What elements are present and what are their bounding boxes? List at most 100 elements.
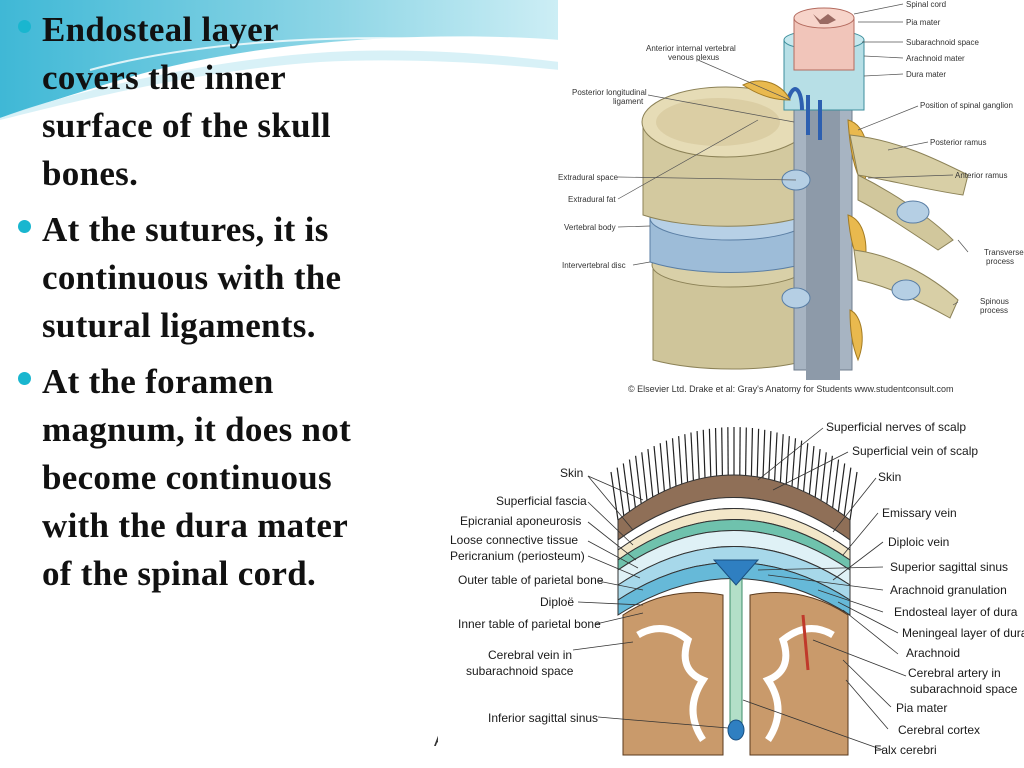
label-arachnoid: Arachnoid — [906, 646, 961, 660]
label-subarachnoid-space: Subarachnoid space — [906, 38, 979, 47]
bullet-foramen-magnum: At the foramen magnum, it does not becom… — [12, 358, 442, 598]
hair-strand — [641, 452, 648, 501]
bullet-dot-icon — [18, 372, 31, 385]
label-superficial-fascia: Superficial fascia — [496, 494, 587, 508]
hair-strand — [702, 429, 706, 478]
hair-strand — [745, 427, 747, 476]
bullet-line: At the sutures, it is — [42, 210, 329, 249]
hair-strand — [750, 427, 754, 477]
label-spinous-process: Spinous — [980, 297, 1009, 306]
hair-strand — [774, 432, 778, 481]
hair-strand — [653, 445, 660, 495]
scalp-illustration — [572, 427, 907, 756]
label-posterior-longitudinal-ligament: Posterior longitudinal — [572, 88, 647, 97]
bullet-line: surface of the skull — [42, 106, 331, 145]
bullet-line: At the foramen — [42, 362, 274, 401]
label-cerebral-artery: Cerebral artery in — [908, 666, 1001, 680]
hair-strand — [849, 471, 858, 521]
hair-strand — [616, 467, 625, 516]
hair-strand — [814, 448, 821, 498]
hair-strand — [690, 432, 694, 481]
hair-strand — [647, 448, 654, 498]
hair-strand — [708, 428, 712, 477]
label-pia-mater: Pia mater — [906, 18, 941, 27]
label-anterior-venous-plexus: Anterior internal vertebral — [646, 44, 736, 53]
label-loose-connective-tissue: Loose connective tissue — [450, 533, 579, 547]
hair-strand — [791, 438, 797, 487]
hair-strand — [622, 463, 631, 512]
bullet-line: magnum, it does not — [42, 410, 352, 449]
label-cerebral-vein: subarachnoid space — [466, 664, 574, 678]
hair-strand — [820, 452, 827, 501]
label-superficial-nerves: Superficial nerves of scalp — [826, 420, 967, 434]
spine-anatomy-figure: Spinal cord Pia mater Subarachnoid space… — [558, 0, 1024, 400]
hair-strand — [659, 443, 665, 492]
label-posterior-ramus: Posterior ramus — [930, 138, 987, 147]
hair-strand — [696, 431, 700, 480]
bullet-line: continuous with the — [42, 258, 342, 297]
hair-strand — [671, 438, 677, 487]
bullet-endosteal-layer: Endosteal layer covers the inner surface… — [12, 6, 442, 198]
bullet-line: with the dura mater — [42, 506, 349, 545]
hair-strand — [628, 459, 636, 508]
label-inner-table: Inner table of parietal bone — [458, 617, 601, 631]
label-superficial-vein: Superficial vein of scalp — [852, 444, 979, 458]
label-cerebral-vein: Cerebral vein in — [488, 648, 573, 662]
label-skin-left: Skin — [560, 466, 584, 480]
label-pia-mater: Pia mater — [896, 701, 948, 715]
label-posterior-longitudinal-ligament: ligament — [613, 97, 644, 106]
hair-strand — [610, 471, 619, 521]
hair-strand — [678, 436, 683, 485]
hair-strand — [826, 455, 833, 504]
hair-strand — [721, 427, 723, 476]
label-diploic-vein: Diploic vein — [888, 535, 950, 549]
decorative-swoosh — [0, 0, 560, 120]
label-cerebral-cortex: Cerebral cortex — [898, 723, 981, 737]
hair-strand — [837, 463, 846, 512]
bullet-dot-icon — [18, 220, 31, 233]
bullet-sutures: At the sutures, it is continuous with th… — [12, 206, 442, 350]
label-epicranial-aponeurosis: Epicranial aponeurosis — [460, 514, 582, 528]
hair-strand — [768, 431, 772, 480]
label-spinal-cord: Spinal cord — [906, 0, 947, 9]
label-dura-mater: Dura mater — [906, 70, 947, 79]
label-emissary-vein: Emissary vein — [882, 506, 957, 520]
bullet-line: become continuous — [42, 458, 332, 497]
label-skin-right: Skin — [878, 470, 902, 484]
label-anterior-ramus: Anterior ramus — [955, 171, 1008, 180]
label-pericranium: Pericranium (periosteum) — [450, 549, 585, 563]
hair-strand — [832, 459, 840, 508]
hair-strand — [779, 434, 784, 483]
label-spinous-process: process — [980, 306, 1009, 315]
label-extradural-fat: Extradural fat — [568, 195, 616, 204]
figure-copyright: © Elsevier Ltd. Drake et al: Gray's Anat… — [628, 384, 954, 394]
label-arachnoid-mater: Arachnoid mater — [906, 54, 965, 63]
hair-strand — [635, 455, 642, 504]
hair-strand — [797, 440, 803, 489]
label-inferior-sagittal-sinus: Inferior sagittal sinus — [488, 711, 599, 725]
hair-strand — [665, 440, 671, 489]
bullet-line: of the spinal cord. — [42, 554, 317, 593]
scalp-meninges-figure: Skin Superficial fascia Epicranial apone… — [438, 410, 1024, 768]
label-transverse-process: Transverse — [984, 248, 1024, 257]
label-extradural-space: Extradural space — [558, 173, 619, 182]
bullet-line: Endosteal layer — [42, 10, 279, 49]
label-arachnoid-granulation: Arachnoid granulation — [890, 583, 1007, 597]
label-outer-table: Outer table of parietal bone — [458, 573, 604, 587]
bullet-list: Endosteal layer covers the inner surface… — [12, 6, 442, 606]
hair-strand — [803, 443, 809, 492]
bullet-dot-icon — [18, 20, 31, 33]
label-anterior-venous-plexus: venous plexus — [668, 53, 720, 62]
label-spinal-ganglion: Position of spinal ganglion — [920, 101, 1013, 110]
bullet-line: bones. — [42, 154, 139, 193]
bullet-line: covers the inner — [42, 58, 286, 97]
label-diploe: Diploë — [540, 595, 575, 609]
hair-strand — [756, 428, 760, 477]
label-vertebral-body: Vertebral body — [564, 223, 616, 232]
hair-strand — [785, 436, 790, 485]
label-cerebral-artery: subarachnoid space — [910, 682, 1018, 696]
label-meningeal-layer: Meningeal layer of dura — [902, 626, 1024, 640]
spine-illustration — [617, 3, 969, 380]
label-endosteal-layer: Endosteal layer of dura — [894, 605, 1018, 619]
label-falx-cerebri: Falx cerebri — [874, 743, 937, 757]
